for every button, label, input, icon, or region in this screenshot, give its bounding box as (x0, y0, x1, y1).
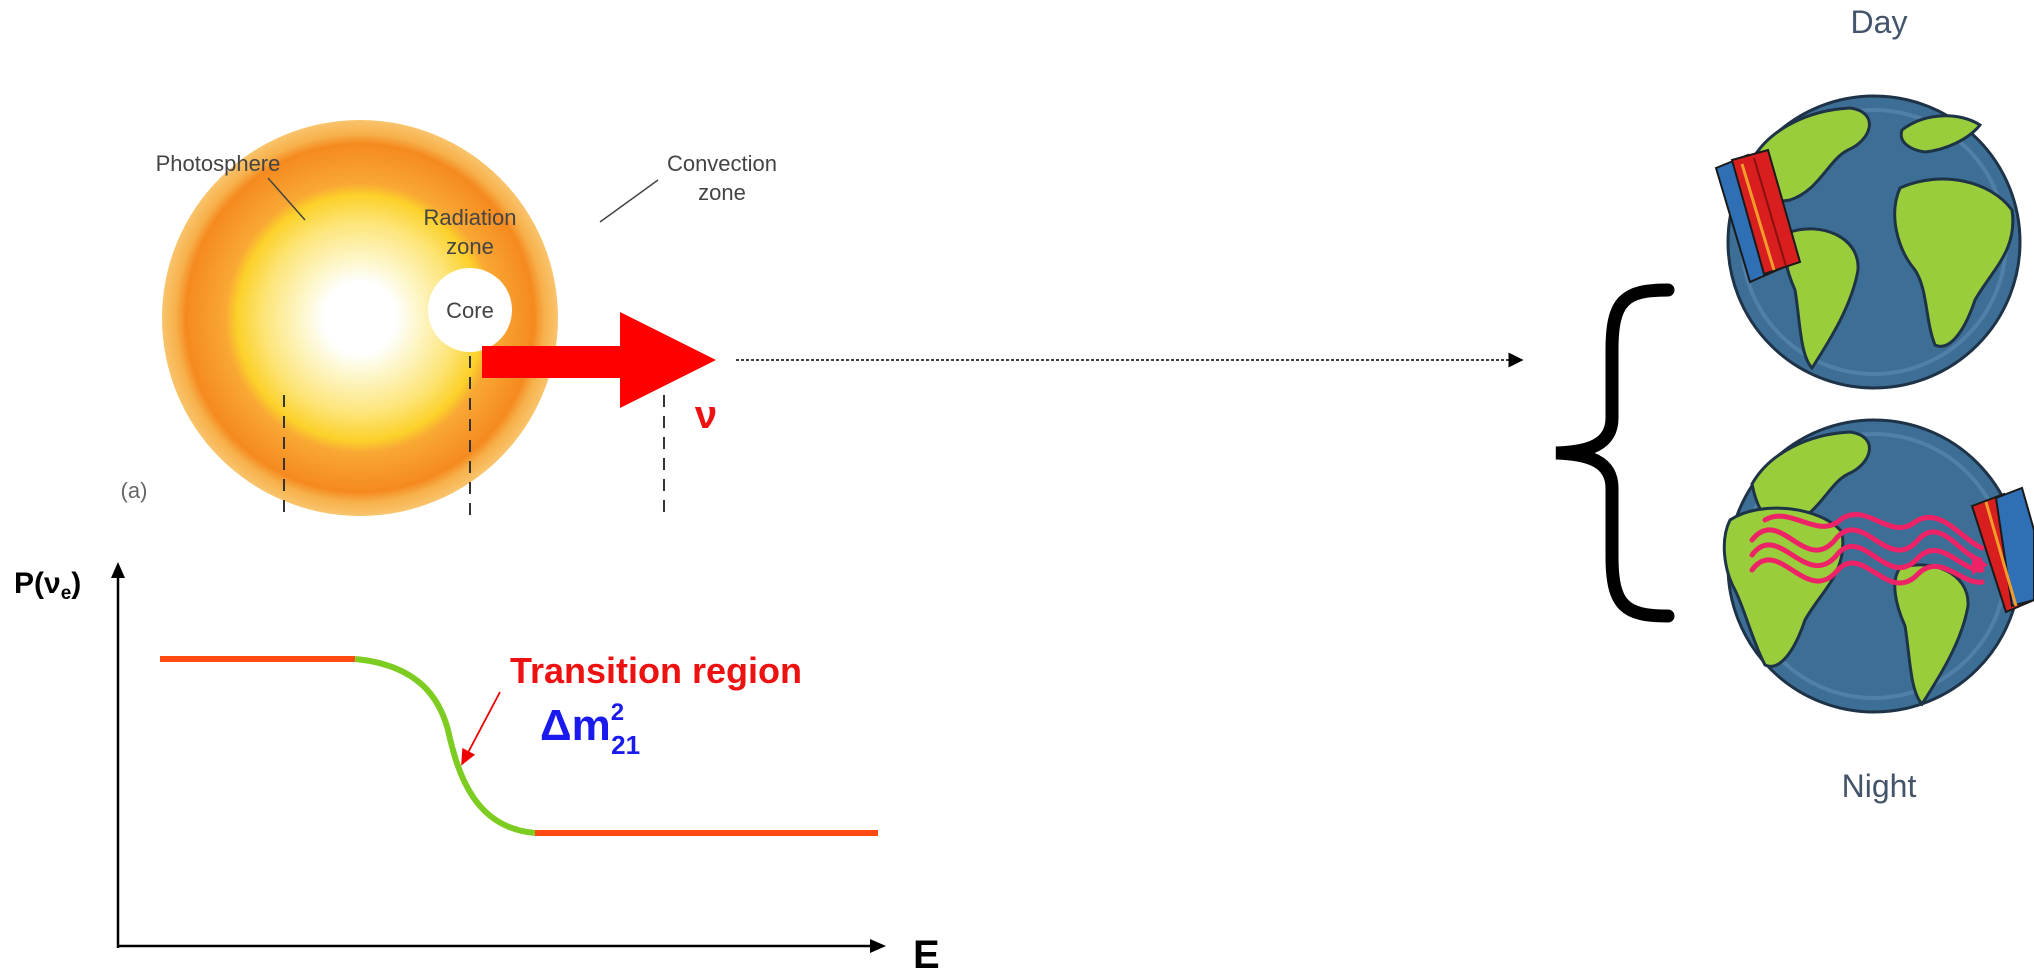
landmass-south-america (1783, 227, 1860, 371)
earth-night: Night (1722, 418, 2034, 804)
transition-curve (354, 656, 536, 836)
radiation-label-line1: Radiation (424, 205, 517, 230)
convection-label-line2: zone (698, 180, 746, 205)
convection-leader (599, 179, 659, 223)
y-axis-arrowhead (111, 562, 125, 578)
convection-label-line1: Convection (667, 151, 777, 176)
photosphere-leader (267, 177, 306, 221)
neutrino-wave-paths (1749, 511, 1988, 586)
radiation-label-line2: zone (446, 234, 494, 259)
landmass-europe (1899, 114, 1983, 154)
annotation-pointer (461, 691, 501, 766)
detector-day (1714, 148, 1802, 284)
sun-core (428, 268, 512, 352)
core-label: Core (446, 298, 494, 323)
x-axis-arrowhead (870, 939, 886, 953)
sun-cross-section: Photosphere Convection zone Radiation zo… (121, 120, 777, 520)
neutrino-symbol: ν (695, 393, 717, 437)
landmass-africa (1893, 177, 2015, 348)
x-axis-label: E (913, 933, 940, 971)
detector-night (1970, 486, 2034, 614)
y-axis-label: P(νe) (14, 567, 81, 604)
transition-region-label: Transition region (510, 650, 802, 691)
photosphere-label: Photosphere (156, 151, 281, 176)
neutrino-arrow (482, 312, 716, 408)
day-label: Day (1851, 4, 1908, 40)
earth-day: Day (1714, 4, 2022, 390)
panel-label: (a) (121, 478, 148, 503)
night-label: Night (1842, 768, 1917, 804)
curly-brace (1555, 283, 1675, 623)
sun-disk (162, 120, 558, 516)
landmass-south-america-night (1893, 563, 1970, 707)
